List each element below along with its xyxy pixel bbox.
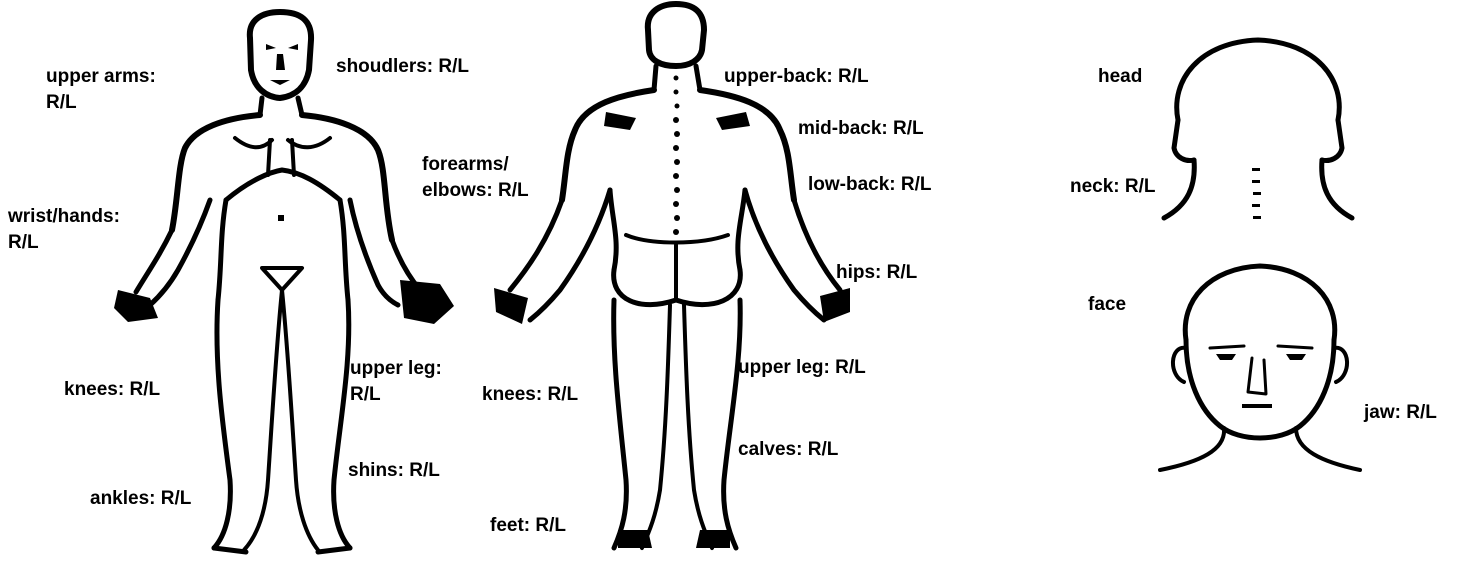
neck-spine-dots	[1252, 168, 1261, 219]
label-face: face	[1088, 292, 1126, 318]
label-knees-front: knees: R/L	[64, 377, 160, 403]
label-knees-back: knees: R/L	[482, 382, 578, 408]
label-forearms-line2: elbows: R/L	[422, 178, 529, 204]
label-hips: hips: R/L	[836, 260, 917, 286]
label-head: head	[1098, 64, 1142, 90]
label-feet: feet: R/L	[490, 513, 566, 539]
label-shoulders: shoudlers: R/L	[336, 54, 469, 80]
label-ankles: ankles: R/L	[90, 486, 191, 512]
label-upper-leg-back: upper leg: R/L	[738, 355, 866, 381]
label-mid-back: mid-back: R/L	[798, 116, 924, 142]
label-shins: shins: R/L	[348, 458, 440, 484]
label-upper-leg-front-line1: upper leg:	[350, 356, 442, 382]
label-upper-leg-front: upper leg: R/L	[350, 356, 442, 408]
label-jaw: jaw: R/L	[1364, 400, 1437, 426]
label-forearms-elbows: forearms/ elbows: R/L	[422, 152, 529, 204]
label-neck: neck: R/L	[1070, 174, 1156, 200]
label-low-back: low-back: R/L	[808, 172, 932, 198]
label-upper-arms: upper arms: R/L	[46, 64, 156, 116]
head-back-figure	[1164, 40, 1352, 219]
label-calves: calves: R/L	[738, 437, 838, 463]
label-wrist-hands-line1: wrist/hands:	[8, 204, 120, 230]
label-upper-arms-line2: R/L	[46, 90, 156, 116]
label-upper-leg-front-line2: R/L	[350, 382, 442, 408]
spine-dots	[673, 76, 680, 236]
label-forearms-line1: forearms/	[422, 152, 529, 178]
face-figure	[1160, 266, 1360, 470]
label-wrist-hands-line2: R/L	[8, 230, 120, 256]
label-upper-back: upper-back: R/L	[724, 64, 869, 90]
label-wrist-hands: wrist/hands: R/L	[8, 204, 120, 256]
label-upper-arms-line1: upper arms:	[46, 64, 156, 90]
